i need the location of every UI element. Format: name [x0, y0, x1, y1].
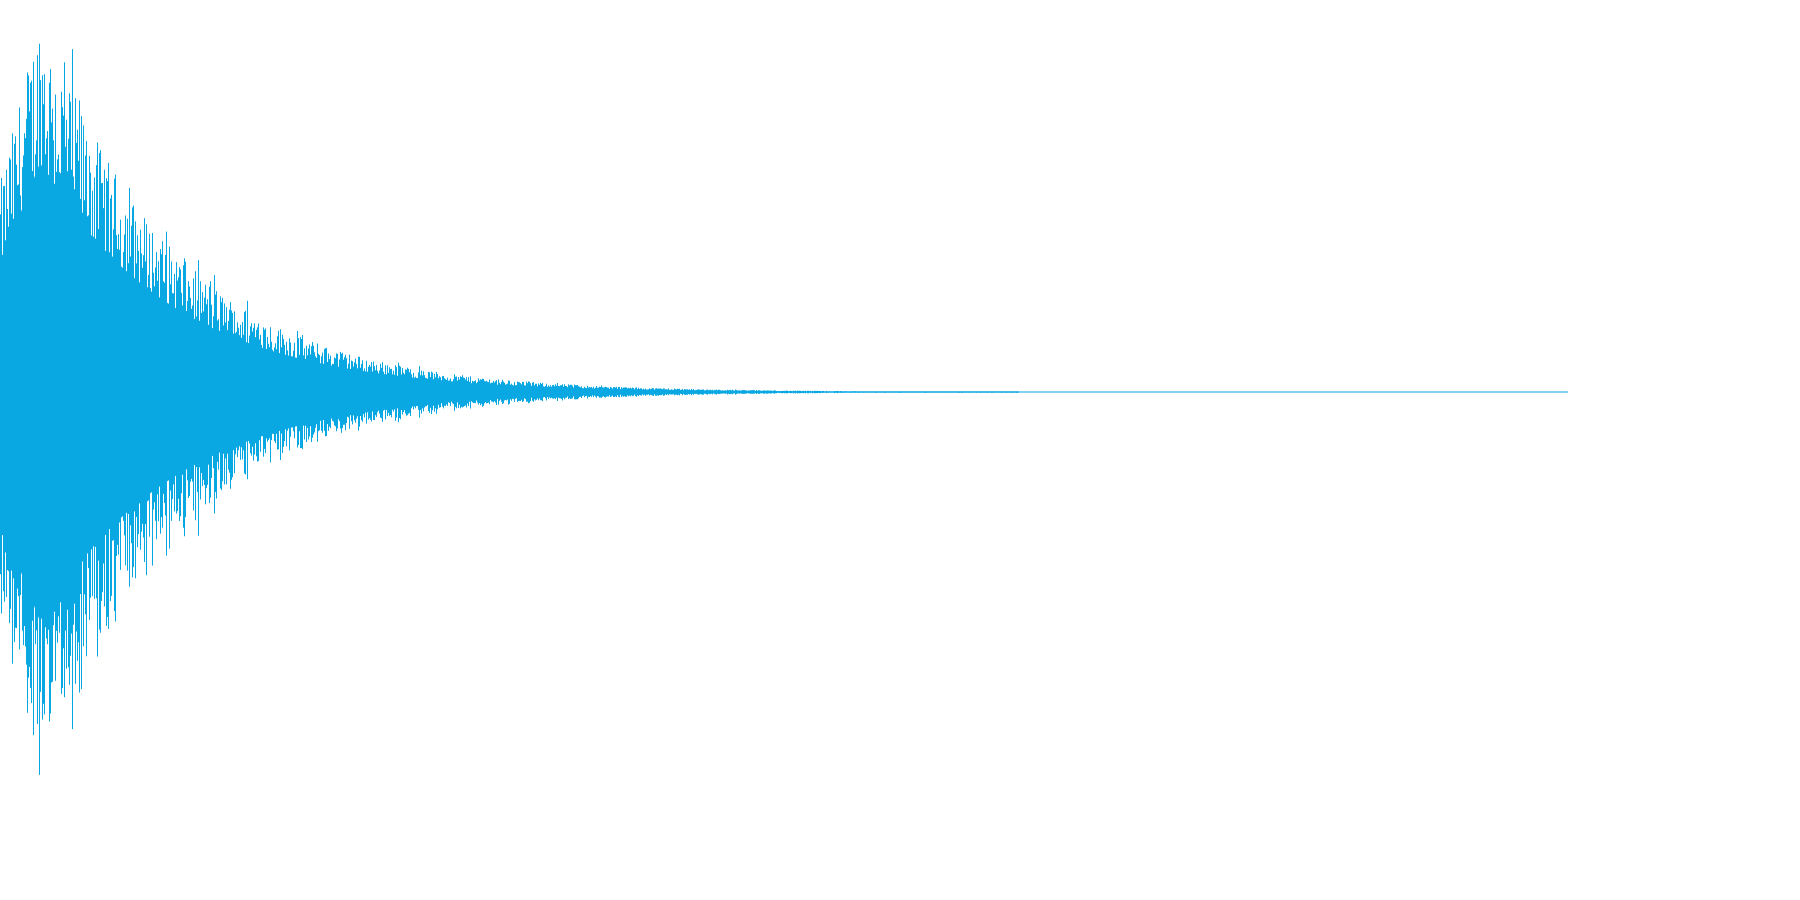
waveform-canvas — [0, 43, 1568, 775]
audio-waveform — [0, 43, 1568, 775]
waveform-envelope — [0, 43, 1019, 775]
waveform-samples — [0, 43, 1019, 775]
